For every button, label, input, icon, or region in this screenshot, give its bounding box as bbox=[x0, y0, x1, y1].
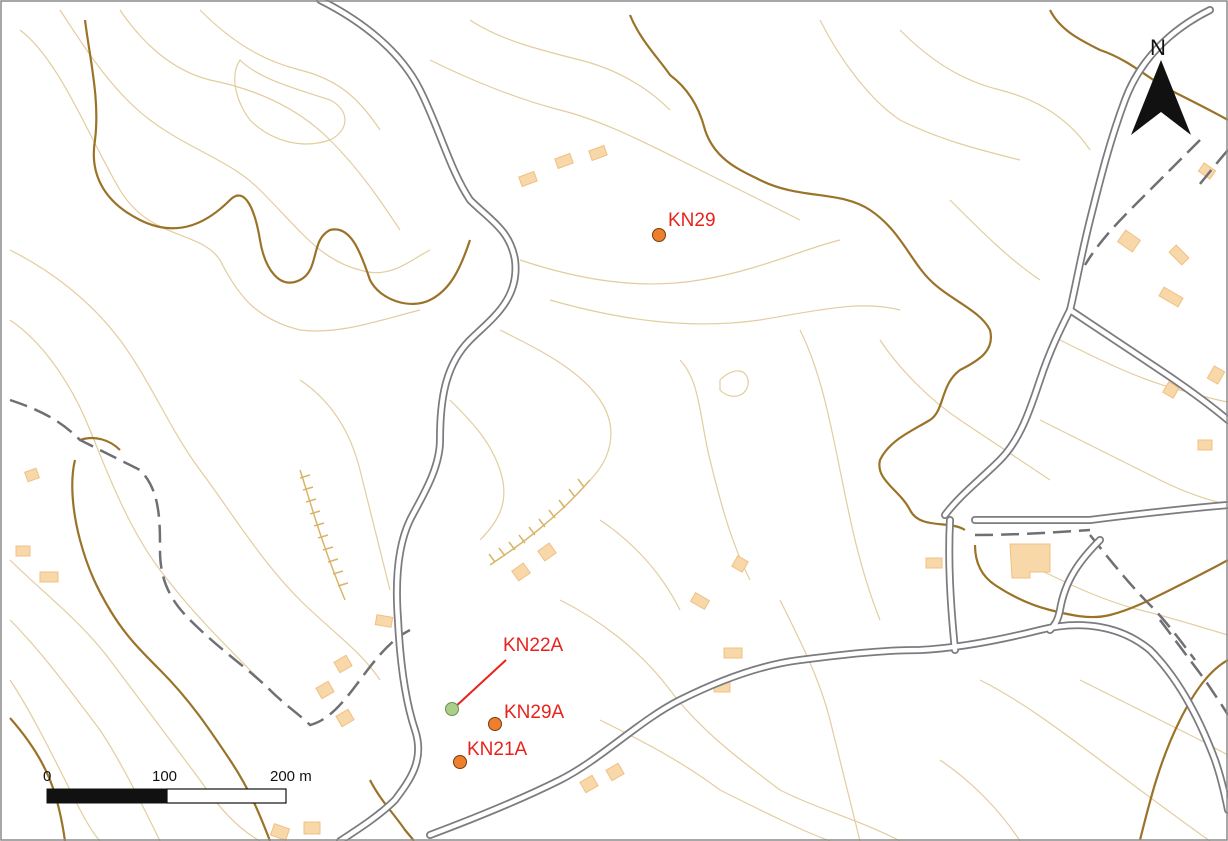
roads bbox=[316, 0, 1228, 841]
site-marker-kn22a[interactable] bbox=[445, 702, 459, 716]
scale-label-0: 0 bbox=[43, 768, 51, 785]
scale-label-100: 100 bbox=[152, 768, 177, 785]
site-marker-kn21a[interactable] bbox=[453, 755, 467, 769]
north-arrow: N bbox=[1131, 35, 1191, 135]
slope-hachures bbox=[299, 469, 591, 601]
trails bbox=[9, 139, 1228, 727]
site-label-kn21a: KN21A bbox=[467, 739, 528, 760]
kn22a-leader-line bbox=[453, 659, 507, 709]
scale-bar: 0 100 200 m bbox=[43, 768, 312, 804]
contour-lines bbox=[9, 9, 1228, 841]
buildings bbox=[15, 144, 1226, 841]
scale-label-200: 200 m bbox=[270, 768, 312, 785]
site-label-kn29: KN29 bbox=[668, 210, 716, 231]
site-marker-kn29a[interactable] bbox=[488, 717, 502, 731]
site-markers bbox=[445, 228, 666, 769]
site-marker-kn29[interactable] bbox=[652, 228, 666, 242]
site-labels: KN29 KN22A KN29A KN21A bbox=[467, 210, 716, 760]
site-label-kn29a: KN29A bbox=[504, 702, 565, 723]
site-label-kn22a: KN22A bbox=[503, 635, 564, 656]
north-arrow-icon bbox=[1131, 60, 1191, 135]
north-label: N bbox=[1150, 35, 1166, 60]
scale-bar-segment-black bbox=[46, 788, 168, 804]
scale-bar-segment-white bbox=[166, 788, 287, 804]
